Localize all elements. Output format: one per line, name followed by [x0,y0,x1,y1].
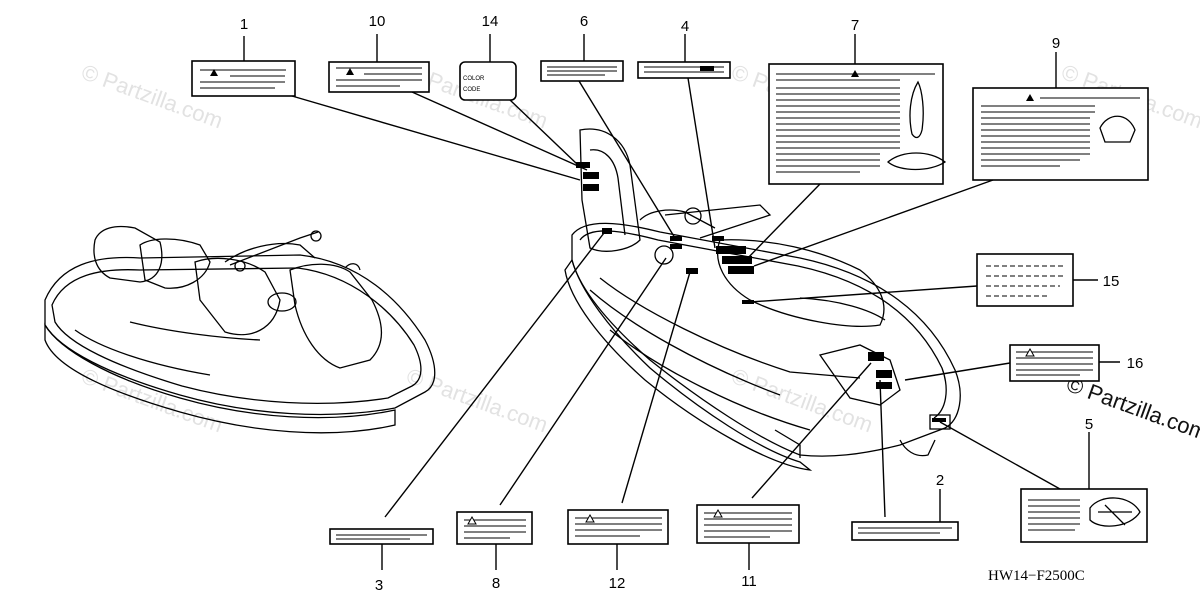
label-2[interactable] [851,521,959,541]
diagram-code: HW14−F2500C [988,568,1085,584]
label-3[interactable] [329,528,434,545]
label-7[interactable] [768,63,947,185]
craft-label-mark [583,184,599,191]
label-14-line-2: CODE [463,87,480,93]
label-10[interactable] [328,61,430,93]
label-1[interactable] [191,60,296,97]
callout-5: 5 [1085,416,1093,433]
label-5[interactable] [1020,488,1148,543]
watermark: © Partzilla.com [728,363,876,437]
callout-11: 11 [741,573,757,590]
label-4[interactable] [637,61,731,79]
callout-1: 1 [240,16,248,33]
label-6[interactable] [540,60,624,82]
watercraft-right-illustration [564,128,961,471]
callout-12: 12 [609,575,626,592]
callout-numbers: 1 10 14 6 4 7 9 15 16 5 2 3 8 12 11 [240,13,1144,594]
watercraft-left-illustration [44,225,436,434]
callout-14: 14 [482,13,499,30]
craft-label-mark [583,172,599,179]
callout-2: 2 [936,472,944,489]
callout-9: 9 [1052,35,1060,52]
watermark: © Partzilla.com [403,363,551,437]
callout-16: 16 [1127,355,1144,372]
label-15[interactable] [976,253,1074,307]
callout-15: 15 [1103,273,1120,290]
callout-7: 7 [851,17,859,34]
label-16[interactable] [1009,344,1100,382]
label-14-line-1: COLOR [463,76,485,82]
callout-3: 3 [375,577,383,594]
leader-lines [243,34,1120,570]
callout-4: 4 [681,18,689,35]
label-9[interactable] [972,87,1149,181]
label-11[interactable] [696,504,800,544]
label-12[interactable] [567,509,669,545]
watermark-dark: © Partzilla.com [1063,371,1200,445]
callout-6: 6 [580,13,588,30]
label-14[interactable]: COLOR CODE [459,61,517,101]
callout-8: 8 [492,575,500,592]
label-8[interactable] [456,511,533,545]
callout-10: 10 [369,13,386,30]
